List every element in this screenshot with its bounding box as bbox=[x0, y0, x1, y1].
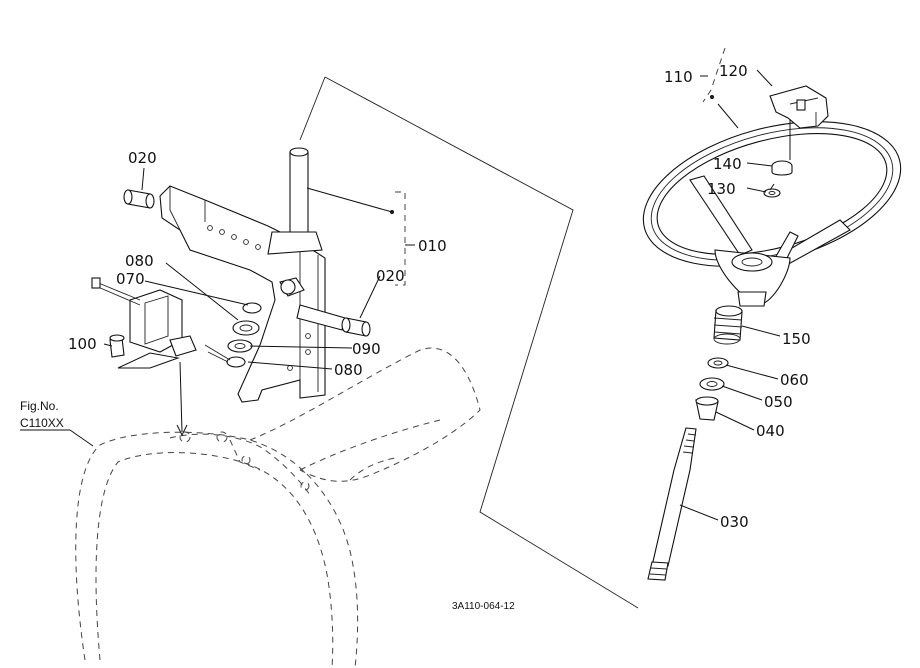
label-070: 070 bbox=[116, 270, 145, 288]
column-support-assembly bbox=[159, 147, 346, 403]
washer-130 bbox=[763, 188, 781, 198]
fig-no-value: C110XX bbox=[20, 416, 64, 430]
leader-lines-right bbox=[679, 69, 781, 521]
bearing-stack bbox=[204, 302, 262, 368]
bracket-110 bbox=[700, 47, 791, 191]
label-020-left: 020 bbox=[128, 149, 157, 167]
steering-wheel bbox=[642, 121, 902, 307]
bushing-020-right bbox=[341, 317, 371, 337]
fig-no-label: Fig.No. bbox=[20, 399, 59, 413]
bushing-040 bbox=[695, 396, 719, 421]
lower-bracket bbox=[91, 277, 197, 357]
label-050: 050 bbox=[764, 393, 793, 411]
label-090: 090 bbox=[352, 340, 381, 358]
label-130: 130 bbox=[707, 180, 736, 198]
label-100: 100 bbox=[68, 335, 97, 353]
steering-shaft-030 bbox=[647, 427, 697, 581]
label-030: 030 bbox=[720, 513, 749, 531]
leader-lines-left bbox=[20, 167, 381, 447]
washer-050 bbox=[699, 377, 725, 391]
dust-seal-150 bbox=[713, 305, 743, 345]
bracket-010 bbox=[306, 187, 415, 286]
nut-140 bbox=[771, 160, 793, 176]
tractor-body-outline bbox=[75, 347, 481, 668]
drawing-code: 3A110-064-12 bbox=[452, 601, 515, 612]
label-110: 110 bbox=[664, 68, 693, 86]
bolt-100 bbox=[109, 334, 125, 358]
center-cap-120 bbox=[769, 85, 829, 129]
label-150: 150 bbox=[782, 330, 811, 348]
label-120: 120 bbox=[719, 62, 748, 80]
label-080-lower: 080 bbox=[334, 361, 363, 379]
group-outline-010 bbox=[299, 76, 639, 609]
label-010: 010 bbox=[418, 237, 447, 255]
label-080-upper: 080 bbox=[125, 252, 154, 270]
label-060: 060 bbox=[780, 371, 809, 389]
label-020-right: 020 bbox=[376, 267, 405, 285]
snap-ring-060 bbox=[707, 357, 729, 369]
label-040: 040 bbox=[756, 422, 785, 440]
bushing-020-left bbox=[123, 189, 155, 209]
label-140: 140 bbox=[713, 155, 742, 173]
